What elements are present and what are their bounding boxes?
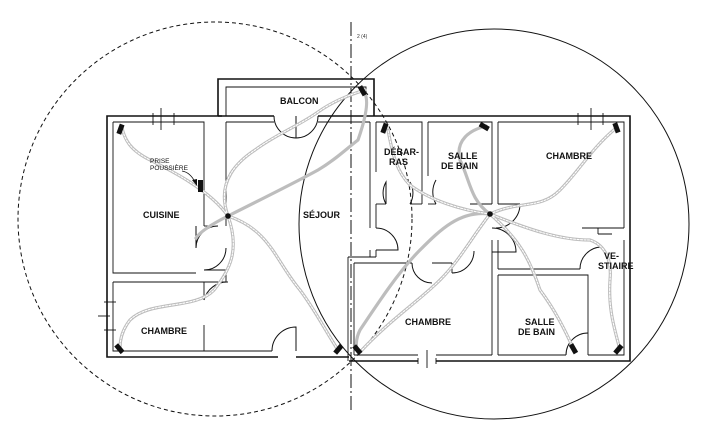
room-debarras-2: RAS [389,157,408,167]
central-inlet-right [487,211,493,217]
top-note: 2 (4) [357,34,368,40]
label-poussiere: POUSSIÈRE [150,163,189,172]
room-sdb-bottom-1: SALLE [525,317,555,327]
room-vestiaire-1: VE- [604,251,619,261]
room-chambre-top-right: CHAMBRE [546,151,592,161]
room-sejour: SÉJOUR [303,210,341,220]
coverage-circle-solid [298,28,690,420]
central-inlet-left [225,213,231,219]
room-debarras-1: DÉBAR- [384,147,419,157]
room-chambre-left: CHAMBRE [141,326,187,336]
room-sdb-top-1: SALLE [448,151,478,161]
coverage-circle-dashed [17,21,413,417]
room-cuisine: CUISINE [143,210,180,220]
room-sdb-bottom-2: DE BAIN [518,327,555,337]
label-prise: PRISE [150,158,170,165]
annotation-arrowhead [192,179,197,186]
room-chambre-bottom: CHAMBRE [405,317,451,327]
doors [195,115,612,356]
room-vestiaire-2: STIAIRE [598,261,634,271]
room-balcon: BALCON [280,96,319,106]
walls [98,78,631,368]
room-sdb-top-2: DE BAIN [441,161,478,171]
hoses [118,88,622,354]
inlets [114,85,624,356]
